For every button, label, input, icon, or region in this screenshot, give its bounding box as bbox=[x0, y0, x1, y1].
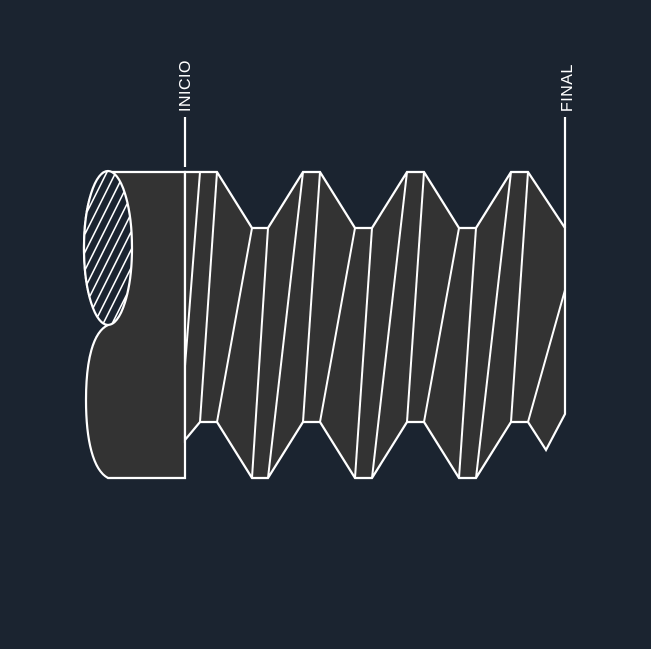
hatch-line bbox=[0, 160, 77, 340]
hatch-line bbox=[84, 171, 114, 325]
helix-line bbox=[458, 227, 477, 479]
helix-line bbox=[199, 171, 218, 423]
helix-line bbox=[510, 171, 529, 423]
hatch-line bbox=[84, 171, 132, 325]
helix-line bbox=[423, 227, 460, 423]
helix-line bbox=[371, 171, 408, 479]
hatch-line bbox=[0, 160, 32, 340]
end-label: FINAL bbox=[559, 64, 576, 112]
hatch-line bbox=[0, 160, 41, 340]
threaded-section bbox=[183, 170, 567, 480]
helix-line bbox=[267, 171, 304, 479]
hatch-line bbox=[94, 171, 132, 325]
helix-line bbox=[184, 171, 201, 367]
helix-line bbox=[475, 171, 512, 479]
thread-profile bbox=[183, 170, 567, 480]
hatch-line bbox=[0, 160, 14, 340]
hatch-line bbox=[84, 171, 132, 325]
hatch-line bbox=[84, 171, 132, 325]
hatch-line bbox=[84, 171, 96, 325]
helix-line bbox=[251, 227, 269, 479]
hatch-line bbox=[84, 171, 87, 325]
helix-line bbox=[319, 227, 356, 423]
helix-line bbox=[302, 171, 321, 423]
helix-line bbox=[354, 227, 373, 479]
helix-line bbox=[406, 171, 425, 423]
hatch-line bbox=[0, 160, 50, 340]
hatch-line bbox=[84, 171, 123, 325]
hatch-line bbox=[0, 160, 59, 340]
hatch-line bbox=[0, 160, 23, 340]
hatch-line bbox=[0, 160, 68, 340]
helix-lines bbox=[184, 171, 566, 479]
helix-line bbox=[527, 289, 566, 423]
hatch-line bbox=[103, 171, 132, 325]
start-label: INICIO bbox=[177, 60, 194, 112]
helix-line bbox=[216, 227, 253, 423]
section-outline bbox=[82, 169, 134, 327]
